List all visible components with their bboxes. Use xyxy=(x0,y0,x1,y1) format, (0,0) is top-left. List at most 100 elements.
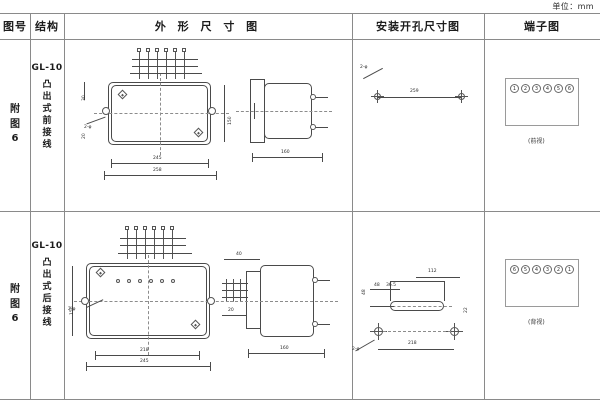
pin-rail-1 xyxy=(132,59,198,60)
row-2-struct-char-3: 式 xyxy=(42,281,52,292)
row-2-centerline-h xyxy=(74,301,234,302)
row-2-mount-aux-1 xyxy=(370,289,400,290)
row-2-side-topdim xyxy=(224,259,260,260)
row-2-fig-no: 附 图 6 xyxy=(0,211,30,399)
row-2-dim-left-a: 48 xyxy=(374,283,380,288)
row-2-dimline-inner xyxy=(95,355,199,356)
row-1-terminal-5: 5 xyxy=(554,84,563,93)
pin-1 xyxy=(139,51,140,79)
row-2-dim-width-inner: 218 xyxy=(140,348,149,353)
row-1-screw-right xyxy=(208,107,216,115)
row-1-centerline-h xyxy=(94,113,229,114)
row-2-dim-side-top: 40 xyxy=(236,252,242,257)
row-2-terminal-pins xyxy=(118,225,192,263)
row-1-dim-h-bottom: 20 xyxy=(82,133,87,139)
row-2-model: GL-10 xyxy=(31,241,63,251)
int-term-3 xyxy=(138,279,142,283)
row-1-struct-char-4: 前 xyxy=(42,116,52,127)
row-1-side-lead-top xyxy=(316,97,328,98)
row-2-mount-top xyxy=(390,281,444,282)
row-2-internal-terminals xyxy=(116,279,186,287)
row-1-dimline-right xyxy=(224,85,225,142)
row-2-dim-width-outer: 245 xyxy=(140,359,149,364)
rear-rail-3 xyxy=(222,297,248,298)
row-1-mount-dimline xyxy=(377,97,461,98)
row-2-side-screw-bottom xyxy=(312,321,318,327)
row-2-side-flange xyxy=(246,271,261,329)
row-2-dimline-outer xyxy=(86,366,210,367)
pin-head-3 xyxy=(143,226,147,230)
row-1-side-screw-bottom xyxy=(310,124,316,130)
row-2-terminal-6: 1 xyxy=(565,265,574,274)
int-term-1 xyxy=(116,279,120,283)
row-2-terminal-1: 6 xyxy=(510,265,519,274)
pin-5 xyxy=(175,51,176,79)
row-1-fig-char-3: 6 xyxy=(11,133,19,145)
pin-rail-3 xyxy=(130,73,202,74)
row-2-side-dimline xyxy=(248,353,324,354)
row-1-terminal-pins xyxy=(130,47,202,82)
rear-pin-3 xyxy=(240,279,241,301)
row-1-side-dimline xyxy=(252,157,322,158)
row-1-dim-height-right: 150 xyxy=(228,116,233,125)
pin-head-5 xyxy=(173,48,177,52)
row-2-screw-left xyxy=(81,297,89,305)
row-1-fig-char-1: 附 xyxy=(10,104,20,116)
pin-3 xyxy=(157,51,158,79)
pin-head-1 xyxy=(125,226,129,230)
rear-pin-2 xyxy=(233,279,234,301)
row-2-mount-cross-lv xyxy=(378,323,379,340)
row-1-struct-char-3: 式 xyxy=(42,103,52,114)
header-mounting-drawing: 安装开孔尺寸图 xyxy=(376,20,460,33)
pin-5 xyxy=(163,229,164,259)
row-1-model: GL-10 xyxy=(31,63,63,73)
row-1-fig-no: 附 图 6 xyxy=(0,39,30,211)
row-1-dim-width-inner: 245 xyxy=(153,156,162,161)
row-2-terminal-drawing: 6 5 4 3 2 1 (背视) xyxy=(484,211,600,399)
row-1-mount-cross-rv xyxy=(461,90,462,103)
row-1-struct-char-2: 出 xyxy=(42,91,52,102)
row-2-terminal-5: 2 xyxy=(554,265,563,274)
pin-head-2 xyxy=(146,48,150,52)
row-2-terminal-3: 4 xyxy=(532,265,541,274)
row-2-dim-vert-b: 22 xyxy=(464,307,469,313)
header-terminal-diagram: 端子图 xyxy=(524,20,560,33)
header-structure: 结构 xyxy=(35,20,59,33)
row-2-dim-vert-a: 48 xyxy=(362,289,367,295)
pin-rail-1 xyxy=(120,238,186,239)
row-1-terminal-4: 4 xyxy=(543,84,552,93)
row-1-structure: GL-10 凸 出 式 前 接 线 xyxy=(30,63,64,152)
row-2-fig-char-2: 图 xyxy=(10,298,20,310)
row-2-mount-cross-rv xyxy=(454,323,455,340)
row-1-struct-char-5: 接 xyxy=(42,128,52,139)
row-2-dim-height-left: 150 xyxy=(70,306,75,315)
row-2-dimline-left xyxy=(72,266,73,336)
pin-4 xyxy=(154,229,155,259)
pin-1 xyxy=(127,229,128,259)
row-2-mount-topdimline xyxy=(416,277,460,278)
row-1-dim-width-outer: 258 xyxy=(153,168,162,173)
pin-head-6 xyxy=(182,48,186,52)
row-1-mount-cross-lv xyxy=(377,90,378,103)
row-2-fig-char-1: 附 xyxy=(10,284,20,296)
unit-note: 单位：mm xyxy=(552,2,594,11)
row-2-dimtick-b xyxy=(199,351,200,360)
row-2-rear-terminal-block xyxy=(222,279,248,305)
row-1-side-tick-a xyxy=(252,153,253,162)
pin-head-5 xyxy=(161,226,165,230)
row-1-leader-left xyxy=(86,116,106,125)
row-2-dim-side-width: 160 xyxy=(280,346,289,351)
row-2-dimtick-d xyxy=(210,362,211,371)
row-1-dimline-outer xyxy=(104,175,216,176)
row-2-mounting-drawing: 2-φ 112 218 48 36.5 48 22 xyxy=(352,211,484,399)
row-1-terminal-2: 2 xyxy=(521,84,530,93)
pin-6 xyxy=(172,229,173,259)
row-2-screw-right xyxy=(207,297,215,305)
table-row-divider xyxy=(0,211,600,212)
pin-head-1 xyxy=(137,48,141,52)
row-1-dimtick-c xyxy=(104,171,105,180)
row-2-hole-note: 2-φ xyxy=(68,307,75,312)
row-1-centerline-v xyxy=(160,73,161,155)
row-2-dim-side-bottom: 20 xyxy=(228,308,234,313)
